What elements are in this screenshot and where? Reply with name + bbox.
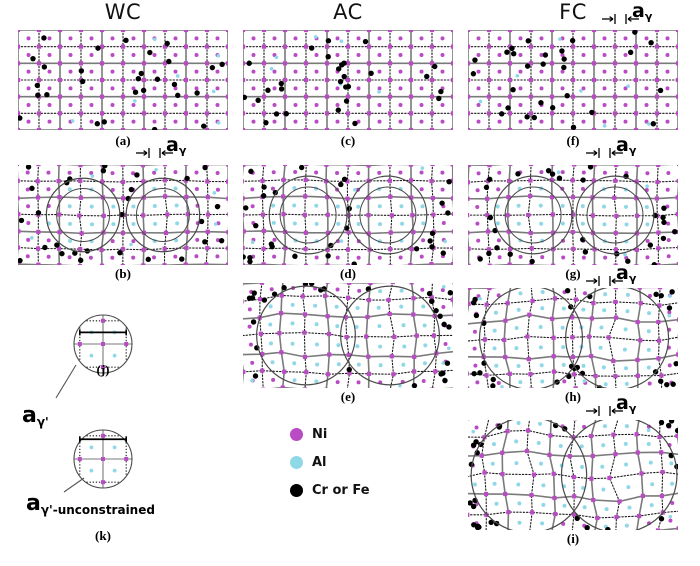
lattice-symbol-subscript: γ [629, 402, 637, 415]
lattice-parameter-label-a: aγ [166, 136, 186, 157]
lattice-panel-a [18, 30, 228, 130]
legend-swatch-icon [290, 484, 303, 497]
lattice-symbol-base: a [632, 0, 645, 22]
lattice-panel-d [243, 165, 453, 265]
inset-label-k: (k) [78, 528, 128, 544]
lattice-panel-c [243, 30, 453, 130]
legend-item-al: Al [290, 448, 370, 476]
panel-label-b: (b) [18, 266, 228, 282]
legend-label: Ni [312, 427, 327, 442]
lattice-symbol-subscript: γ [629, 272, 637, 285]
column-heading-ac-label: AC [333, 0, 363, 24]
panel-label-i: (i) [468, 531, 678, 547]
lattice-parameter-label-h: aγ [616, 264, 636, 285]
panel-label-f: (f) [468, 133, 678, 149]
inset-caption-subscript-k: γ'-unconstrained [41, 503, 155, 517]
lattice-panel-i [468, 420, 678, 530]
lattice-parameter-label-f: aγ [632, 2, 652, 23]
lattice-panel-e [243, 283, 453, 388]
lattice-panel-f [468, 30, 678, 130]
unit-cell-inset-k [71, 427, 135, 496]
lattice-symbol-base: a [166, 134, 179, 156]
lattice-symbol-base: a [616, 262, 629, 284]
lattice-parameter-label-g: aγ [616, 136, 636, 157]
panel-label-h: (h) [468, 389, 678, 405]
column-heading-wc: WC [18, 0, 228, 24]
column-heading-ac: AC [243, 0, 453, 24]
inset-caption-base-j: a [22, 403, 37, 428]
lattice-symbol-subscript: γ [179, 144, 187, 157]
legend-item-ni: Ni [290, 420, 370, 448]
legend-swatch-icon [290, 456, 303, 469]
inset-caption-base-k: a [26, 491, 41, 516]
inset-label-j: (j) [78, 362, 128, 378]
panel-label-c: (c) [243, 133, 453, 149]
lattice-panel-g [468, 165, 678, 265]
legend-label: Al [312, 455, 327, 470]
inset-caption-k: aγ'-unconstrained [26, 493, 155, 517]
lattice-symbol-subscript: γ [629, 144, 637, 157]
panel-label-d: (d) [243, 266, 453, 282]
legend-swatch-icon [290, 428, 303, 441]
lattice-panel-h [468, 288, 678, 388]
lattice-parameter-label-i: aγ [616, 394, 636, 415]
panel-label-a: (a) [18, 133, 228, 149]
legend-item-cr-or-fe: Cr or Fe [290, 476, 370, 504]
column-heading-fc-label: FC [559, 0, 587, 24]
lattice-symbol-base: a [616, 392, 629, 414]
legend-label: Cr or Fe [312, 483, 370, 498]
inset-caption-j: aγ' [22, 405, 49, 429]
lattice-panel-b [18, 165, 228, 265]
lattice-symbol-subscript: γ [645, 10, 653, 23]
panel-label-g: (g) [468, 266, 678, 282]
column-heading-wc-label: WC [105, 0, 141, 24]
inset-caption-subscript-j: γ' [37, 415, 49, 429]
lattice-symbol-base: a [616, 134, 629, 156]
panel-label-e: (e) [243, 389, 453, 405]
